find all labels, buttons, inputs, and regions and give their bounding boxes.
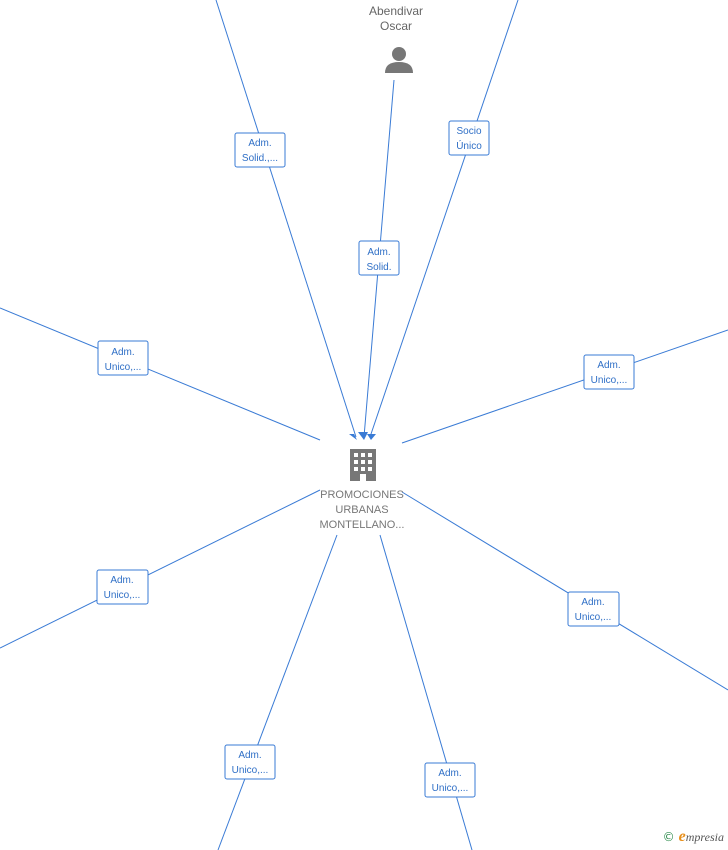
- edge-label-line-2: Unico,...: [104, 590, 141, 601]
- edge-label-line-2: Unico,...: [232, 765, 269, 776]
- empresia-watermark: ©empresia: [663, 828, 724, 846]
- edge-socio-unico: [369, 0, 519, 438]
- edge-right-upper: [401, 329, 728, 444]
- person-name-line-1: Abendivar: [369, 4, 423, 18]
- edge-adm-solid-1: [215, 0, 357, 438]
- edge-label-line-1: Adm.: [581, 597, 604, 608]
- edge-label-line-1: Adm.: [248, 138, 271, 149]
- edge-label-line-1: Adm.: [111, 347, 134, 358]
- arrowheads: [349, 432, 376, 440]
- edge-label-adm-unico-left-lower[interactable]: Adm. Unico,...: [96, 569, 149, 605]
- edge-label-line-2: Unico,...: [591, 375, 628, 386]
- edge-label-line-1: Socio: [456, 126, 481, 137]
- company-name-line-3: MONTELLANO...: [320, 519, 405, 531]
- company-node[interactable]: PROMOCIONES URBANAS MONTELLANO...: [320, 449, 405, 531]
- person-node[interactable]: Abendivar Oscar: [369, 4, 423, 73]
- company-name-line-2: URBANAS: [335, 504, 388, 516]
- edge-label-line-2: Solid.: [366, 262, 391, 273]
- edge-bottom-right: [379, 534, 473, 850]
- edge-label-line-1: Adm.: [438, 768, 461, 779]
- edge-label-line-1: Adm.: [110, 575, 133, 586]
- brand-name: mpresia: [685, 830, 724, 844]
- building-icon: [350, 449, 376, 481]
- edge-label-line-2: Solid.,...: [242, 153, 278, 164]
- brand-initial: e: [678, 828, 686, 845]
- edge-label-adm-solid-2[interactable]: Adm. Solid.: [358, 240, 400, 276]
- arrowhead-2: [358, 432, 368, 440]
- edge-label-line-1: Adm.: [597, 360, 620, 371]
- edge-label-adm-unico-right-upper[interactable]: Adm. Unico,...: [583, 354, 635, 390]
- edge-label-adm-unico-right-lower[interactable]: Adm. Unico,...: [567, 591, 620, 627]
- edge-label-line-2: Único: [456, 139, 482, 152]
- edge-left-lower: [0, 489, 321, 649]
- arrowhead-1: [349, 434, 357, 440]
- edge-label-adm-unico-left-upper[interactable]: Adm. Unico,...: [97, 340, 149, 376]
- copyright-icon: ©: [662, 830, 675, 844]
- arrowhead-3: [367, 434, 376, 440]
- edge-label-adm-solid-1[interactable]: Adm. Solid.,...: [234, 132, 286, 168]
- edge-label-line-1: Adm.: [367, 247, 390, 258]
- edge-right-lower: [401, 491, 728, 691]
- edge-label-socio-unico[interactable]: Socio Único: [448, 120, 490, 156]
- edge-label-line-2: Unico,...: [575, 612, 612, 623]
- edge-label-line-2: Unico,...: [105, 362, 142, 373]
- edge-label-adm-unico-bottom-right[interactable]: Adm. Unico,...: [424, 762, 476, 798]
- edge-left-upper: [0, 307, 321, 441]
- edge-bottom-left: [217, 534, 338, 850]
- edge-label-line-1: Adm.: [238, 750, 261, 761]
- person-icon: [385, 47, 413, 73]
- edge-label-line-2: Unico,...: [432, 783, 469, 794]
- person-name-line-2: Oscar: [380, 19, 412, 33]
- company-name-line-1: PROMOCIONES: [320, 489, 404, 501]
- edge-label-adm-unico-bottom-left[interactable]: Adm. Unico,...: [224, 744, 276, 780]
